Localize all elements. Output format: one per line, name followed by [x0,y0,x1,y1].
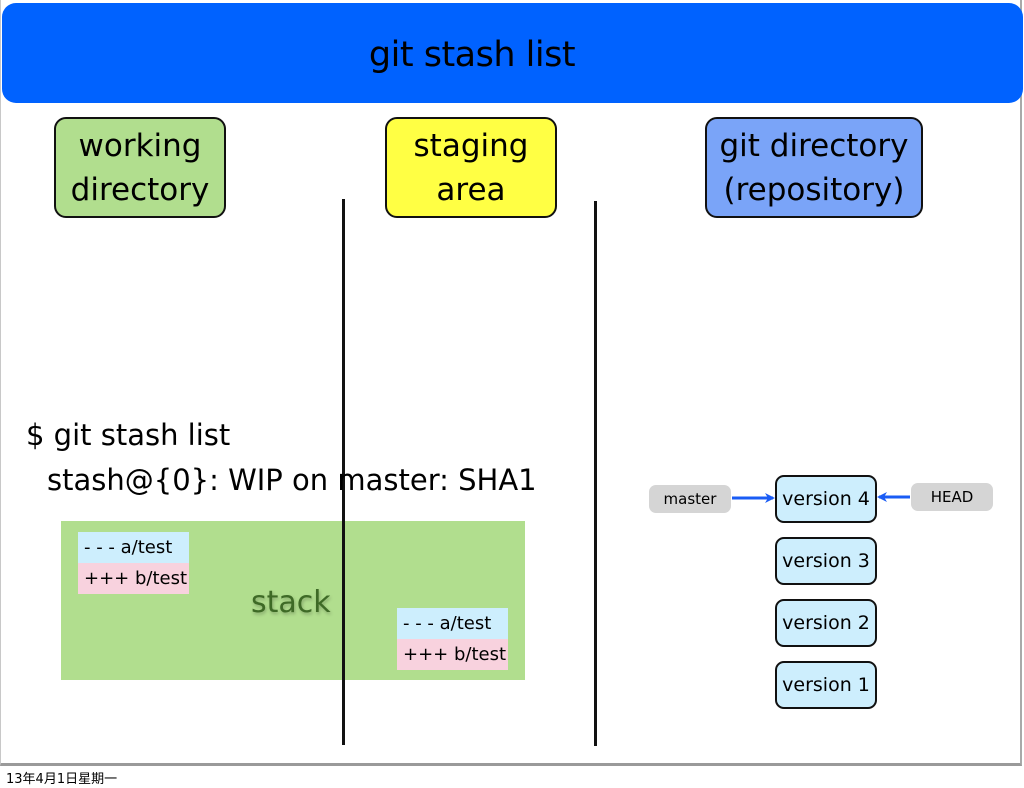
slide-title: git stash list [368,35,576,75]
divider-staging-repo [594,201,597,746]
working-directory-label-line1: working [78,127,202,164]
commit-version-1: version 1 [775,661,877,709]
commit-version-4: version 4 [775,475,877,523]
diff-plus-line: +++ b/test [397,639,508,670]
stash-entry: - - - a/test +++ b/test [78,532,189,594]
command-output: stash@{0}: WIP on master: SHA1 [47,463,537,497]
footer-date: 13年4月1日星期一 [6,772,118,787]
commit-version-3: version 3 [775,537,877,585]
stash-entry: - - - a/test +++ b/test [397,608,508,670]
master-branch-label: master [649,485,731,513]
git-directory-box: git directory (repository) [705,117,923,218]
working-directory-label-line2: directory [70,171,210,208]
diff-plus-line: +++ b/test [78,563,189,594]
diff-minus-line: - - - a/test [78,532,189,563]
command-line: $ git stash list [26,418,231,452]
diff-minus-line: - - - a/test [397,608,508,639]
commit-version-2: version 2 [775,599,877,647]
working-directory-box: working directory [54,117,226,218]
divider-working-staging [342,199,345,745]
head-label: HEAD [911,483,993,511]
title-bar: git stash list [2,3,1023,103]
staging-area-label-line1: staging [413,127,529,164]
stack-label: stack [251,585,331,620]
stash-stack: stack - - - a/test +++ b/test - - - a/te… [61,521,525,680]
slide: git stash list working directory staging… [0,0,1023,766]
git-directory-label-line1: git directory [719,127,909,164]
git-directory-label-line2: (repository) [723,171,905,208]
staging-area-box: staging area [385,117,557,218]
staging-area-label-line2: area [436,171,506,208]
